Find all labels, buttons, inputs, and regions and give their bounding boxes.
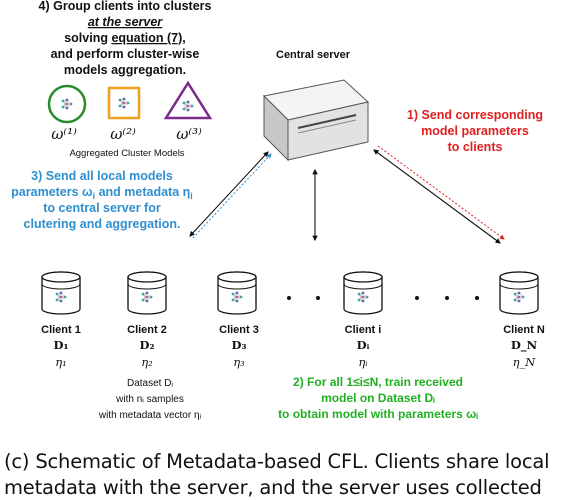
arrow-client1-server: [189, 151, 272, 239]
step3-line4: clutering and aggregation.: [24, 217, 181, 231]
client-2-database-icon: [128, 272, 166, 314]
step4-line3-pre: solving: [64, 31, 111, 45]
client-2-dataset: D₂: [139, 338, 154, 352]
step3-line1: 3) Send all local models: [31, 169, 173, 183]
step1-line3: to clients: [448, 140, 503, 154]
client-n-name: Client N: [503, 324, 545, 336]
client-2-name: Client 2: [127, 324, 167, 336]
ellipsis-dot: [475, 296, 479, 300]
client-i-database-icon: [344, 272, 382, 314]
client-1-metadata: η₁: [55, 355, 67, 369]
client-1-name: Client 1: [41, 324, 81, 336]
client-1-database-icon: [42, 272, 80, 314]
client-i-name: Client i: [345, 324, 382, 336]
client-3-name: Client 3: [219, 324, 259, 336]
client-3-database-icon: [218, 272, 256, 314]
step4-equation-link: equation (7): [111, 31, 182, 45]
ellipsis-dot: [445, 296, 449, 300]
dataset-note-line3: with metadata vector ηᵢ: [98, 410, 202, 421]
ellipsis-dot: [287, 296, 291, 300]
dataset-note-line2: with nᵢ samples: [115, 394, 184, 405]
step2-line2: model on Dataset Dᵢ: [321, 391, 435, 405]
ellipsis-dot: [316, 296, 320, 300]
step2-line3: to obtain model with parameters ωᵢ: [278, 407, 478, 421]
arrow-clientN-server: [373, 145, 505, 244]
client-i-metadata: ηᵢ: [358, 355, 367, 369]
client-1-dataset: D₁: [53, 338, 68, 352]
cluster-models-caption: Aggregated Cluster Models: [69, 148, 184, 159]
client-n-database-icon: [500, 272, 538, 314]
cluster-model-3-icon: [163, 80, 213, 120]
step3-line2: parameters ωi and metadata ηi: [11, 185, 193, 201]
client-i-dataset: Dᵢ: [357, 338, 370, 352]
cluster-model-2-icon: [107, 86, 141, 120]
ellipsis-dot: [415, 296, 419, 300]
client-n-dataset: D_N: [511, 338, 538, 353]
step3-line2-sub2: i: [190, 191, 193, 201]
client-n-metadata: η_N: [513, 355, 537, 369]
figure-caption-line2: metadata with the server, and the server…: [4, 476, 542, 499]
server-label: Central server: [276, 49, 351, 61]
step3-line2-mid: and metadata η: [95, 185, 190, 199]
client-3-dataset: D₃: [231, 338, 246, 352]
cluster-model-3-label: ω⁽³⁾: [176, 125, 202, 143]
step3-line3: to central server for: [43, 201, 161, 215]
cluster-model-2-label: ω⁽²⁾: [110, 125, 136, 143]
step4-line3-post: ,: [182, 31, 185, 45]
step1-line1: 1) Send corresponding: [407, 108, 543, 122]
step4-line2: at the server: [88, 15, 163, 29]
step2-line1: 2) For all 1≤i≤N, train received: [293, 375, 463, 389]
step4-line5: models aggregation.: [64, 63, 186, 77]
client-3-metadata: η₃: [233, 355, 245, 369]
central-server-icon: [262, 79, 370, 162]
step4-line4: and perform cluster-wise: [51, 47, 200, 61]
cfl-diagram: 4) Group clients into clusters at the se…: [11, 0, 545, 421]
cluster-model-1-icon: [47, 84, 87, 124]
dataset-note-line1: Dataset Dᵢ: [127, 378, 173, 389]
step3-line2-a: parameters ω: [11, 185, 93, 199]
client-2-metadata: η₂: [141, 355, 153, 369]
figure-caption-line1: (c) Schematic of Metadata-based CFL. Cli…: [4, 450, 550, 473]
step3-line2-sub: i: [93, 191, 96, 201]
step4-line3: solving equation (7),: [64, 31, 186, 45]
cluster-model-1-label: ω⁽¹⁾: [51, 125, 77, 143]
step4-line1: 4) Group clients into clusters: [39, 0, 212, 13]
step1-line2: model parameters: [421, 124, 529, 138]
